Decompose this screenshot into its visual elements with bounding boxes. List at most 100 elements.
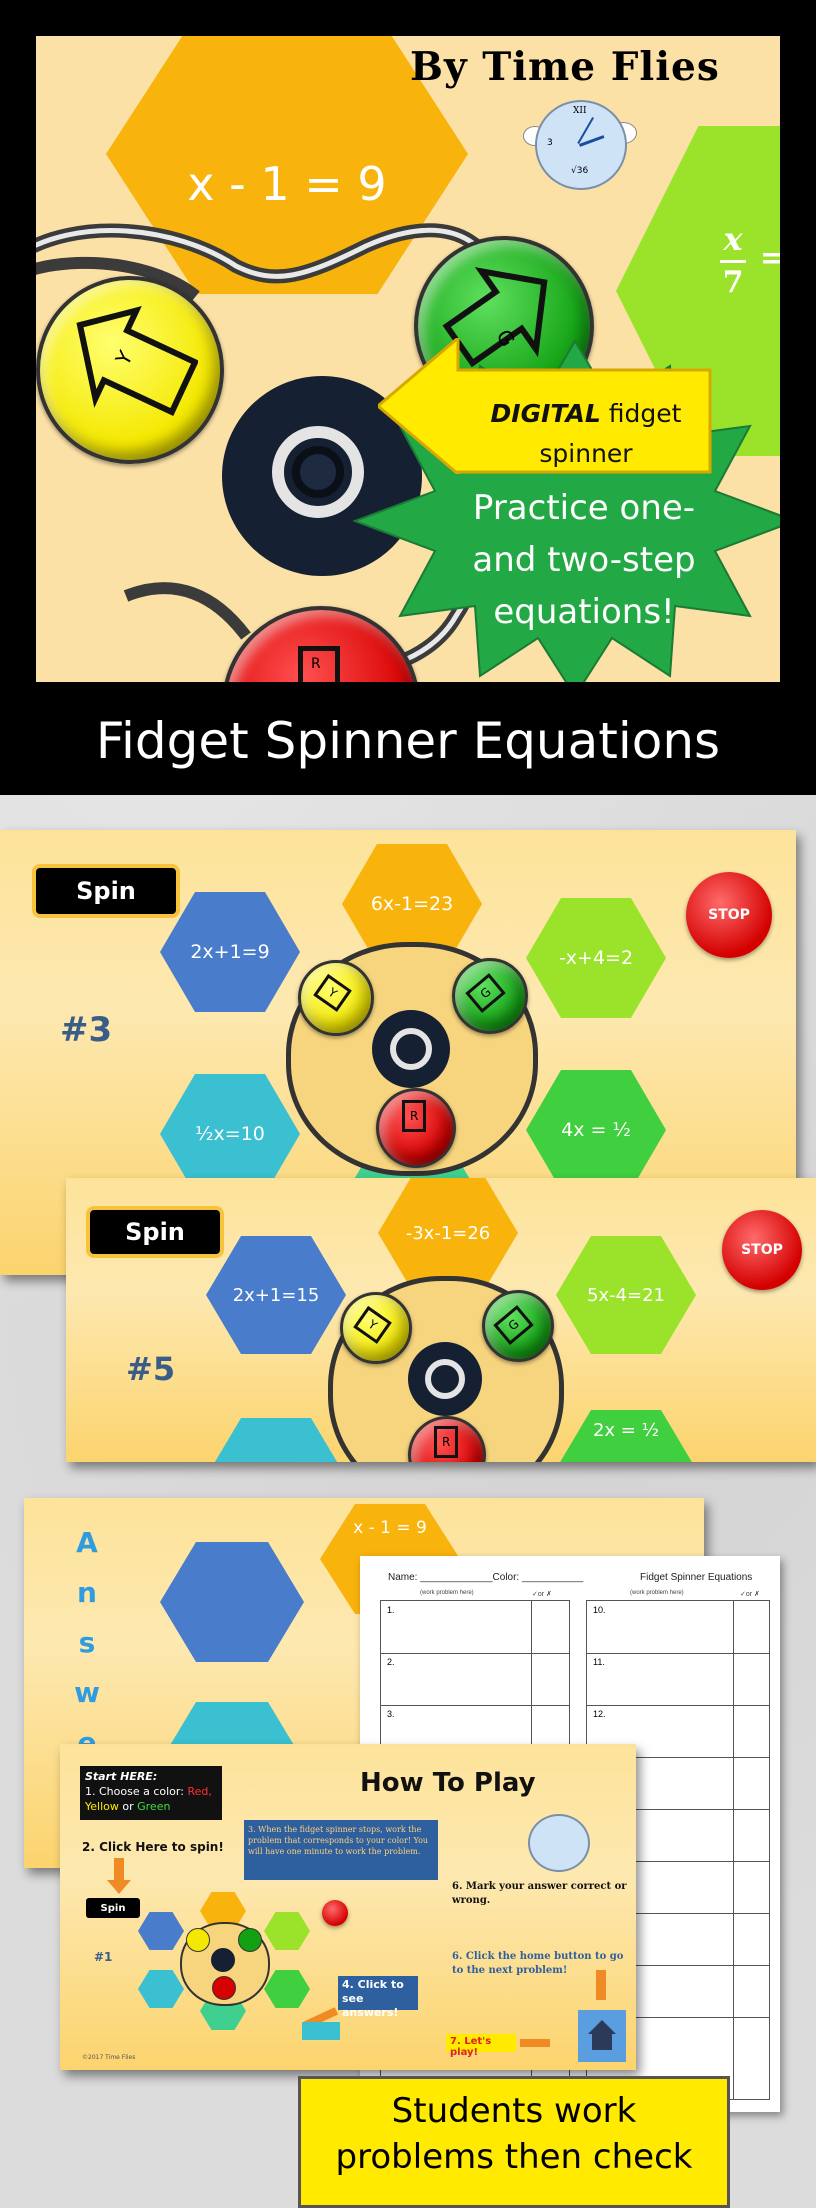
table-row-line xyxy=(587,1757,769,1758)
howto-stop-button[interactable] xyxy=(322,1900,348,1926)
stop-button[interactable]: STOP xyxy=(722,1210,802,1290)
answer-button[interactable] xyxy=(302,2022,340,2040)
fraction-numerator: x xyxy=(723,220,743,258)
howto-spinner-yellow xyxy=(186,1928,210,1952)
answers-letter: s xyxy=(78,1626,96,1659)
cover-red-arrow-icon xyxy=(298,646,340,682)
home-icon-base xyxy=(592,2034,612,2050)
hex-green: 2x = ½ xyxy=(556,1410,696,1462)
howto-hex-cyan xyxy=(138,1970,184,2008)
cover-panel: x - 1 = 9 x 7 = Y G xyxy=(36,36,780,682)
row-number: 11. xyxy=(593,1657,605,1667)
hex-orange: -3x-1=26 xyxy=(378,1178,518,1292)
worksheet-col-header-right: (work problem here) xyxy=(630,1590,684,1596)
spin-button[interactable]: Spin xyxy=(86,1206,224,1258)
stop-button[interactable]: STOP xyxy=(686,872,772,958)
hex-blue: 2x+1=9 xyxy=(160,892,300,1012)
step6-mark: 6. Mark your answer correct or wrong. xyxy=(452,1881,627,1906)
clock-label-12: XII xyxy=(573,106,587,116)
cover-fraction: x 7 xyxy=(720,220,746,300)
howto-spinner-green xyxy=(238,1928,262,1952)
howto-hex-green xyxy=(264,1970,310,2008)
cover-yellow-arrow-icon xyxy=(76,306,198,417)
howto-spin-button[interactable]: Spin xyxy=(86,1898,140,1918)
row-number: 2. xyxy=(387,1657,395,1667)
hex-lime: 5x-4=21 xyxy=(556,1236,696,1354)
problem-number: #5 xyxy=(126,1350,176,1388)
table-row-line xyxy=(381,1653,569,1654)
table-row-line xyxy=(587,1861,769,1862)
answers-letter: n xyxy=(77,1576,97,1609)
worksheet-check-header-left: ✓or ✗ xyxy=(532,1591,552,1598)
step3-box: 3. When the fidget spinner stops, work t… xyxy=(244,1820,438,1880)
row-number: 3. xyxy=(387,1709,395,1719)
howto-spinner-red xyxy=(212,1976,236,2000)
row-number: 12. xyxy=(593,1709,606,1719)
worksheet-col-header-left: (work problem here) xyxy=(420,1590,474,1596)
step2-arrow-head-icon xyxy=(107,1880,131,1894)
howto-hex-blue xyxy=(138,1912,184,1950)
color-yellow: Yellow xyxy=(85,1800,119,1813)
answers-vertical-word: A n s w e xyxy=(72,1518,102,1768)
arrow-banner-bold: DIGITAL xyxy=(490,399,601,428)
answers-blue-hex xyxy=(160,1542,304,1662)
table-row-line xyxy=(587,1965,769,1966)
hex-cyan: ½x=10 xyxy=(160,1074,300,1194)
step6-home: 6. Click the home button to go to the ne… xyxy=(452,1951,624,1976)
star-text: Practice one- and two-step equations! xyxy=(472,488,696,632)
howto-number: #1 xyxy=(94,1950,113,1964)
cover-arrow-banner xyxy=(378,338,712,474)
step2-text: 2. Click Here to spin! xyxy=(82,1840,224,1854)
clock-icon: XII 3 √36 xyxy=(523,96,637,190)
arrow-banner-text: DIGITAL fidget spinner xyxy=(466,394,706,474)
answers-letter: w xyxy=(74,1676,100,1709)
howto-title: How To Play xyxy=(360,1768,536,1798)
cover-green-arrow-icon xyxy=(442,267,548,368)
worksheet-title: Fidget Spinner Equations xyxy=(640,1572,753,1583)
spinner-green-button xyxy=(482,1290,554,1362)
table-row-line xyxy=(587,1809,769,1810)
hex-lime: -x+4=2 xyxy=(526,898,666,1018)
table-row-line xyxy=(587,1653,769,1654)
step1-colors: Yellow or Green xyxy=(85,1799,217,1814)
spinner-yellow-button xyxy=(340,1292,412,1364)
step7-arrow-icon xyxy=(520,2039,550,2047)
hex-cyan-partial xyxy=(206,1418,346,1462)
clock-label-3: 3 xyxy=(547,138,553,148)
how-to-play-slide: How To Play Start HERE: 1. Choose a colo… xyxy=(60,1744,636,2070)
howto-footer: ©2017 Time Flies xyxy=(82,2054,136,2061)
table-row-line xyxy=(381,1705,569,1706)
table-row-line xyxy=(587,1705,769,1706)
step7-box: 7. Let's play! xyxy=(446,2034,516,2058)
fraction-denominator: 7 xyxy=(722,265,744,300)
cover-hex-equation: x - 1 = 9 xyxy=(187,157,387,211)
caption-line-2: problems then check xyxy=(335,2137,693,2177)
table-row-line xyxy=(587,2017,769,2018)
howto-clock-icon xyxy=(528,1814,590,1872)
spinner-red-arrow-icon: R xyxy=(402,1100,427,1132)
cover-red-letter: R xyxy=(311,656,321,672)
home-button[interactable] xyxy=(578,2010,626,2062)
step4-box: 4. Click to see answers! xyxy=(338,1976,418,2019)
hex-green: 4x = ½ xyxy=(526,1070,666,1190)
brand-name: By Time Flies xyxy=(410,44,720,90)
spinner-red-arrow-icon: R xyxy=(434,1426,459,1458)
step1-text: 1. Choose a color: Red, xyxy=(85,1784,217,1799)
step2-arrow-icon xyxy=(114,1858,124,1880)
answers-letter: A xyxy=(76,1526,98,1559)
spinner-ring xyxy=(425,1359,465,1399)
slide-preview-5: Spin STOP #5 -3x-1=26 2x+1=15 5x-4=21 2x… xyxy=(66,1178,816,1462)
table-row-line xyxy=(587,1913,769,1914)
caption-box: Students work problems then check xyxy=(298,2076,730,2208)
howto-spinner-center xyxy=(211,1948,235,1972)
color-red: Red, xyxy=(187,1785,212,1798)
row-number: 1. xyxy=(387,1605,395,1615)
step1-prefix: 1. Choose a color: xyxy=(85,1785,188,1798)
arrow-banner-rest: fidget spinner xyxy=(539,399,682,468)
spinner-yellow-button xyxy=(298,960,374,1036)
cover-spinner-core xyxy=(292,446,344,498)
color-or: or xyxy=(118,1800,138,1813)
cover-title: Fidget Spinner Equations xyxy=(95,712,721,770)
fraction-bar xyxy=(720,260,746,263)
spin-button[interactable]: Spin xyxy=(32,864,180,918)
